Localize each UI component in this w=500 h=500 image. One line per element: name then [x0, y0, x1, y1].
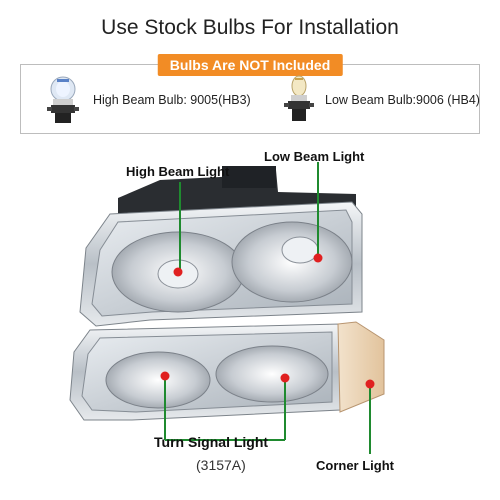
- bulb-9005-icon: [47, 76, 79, 123]
- high-beam-bulb-spec: High Beam Bulb: 9005(HB3): [93, 93, 251, 107]
- low-beam-marker: [313, 253, 323, 263]
- bulb-9006-icon: [284, 75, 314, 121]
- page-title: Use Stock Bulbs For Installation: [101, 16, 399, 39]
- label-corner-light: Corner Light: [316, 458, 394, 473]
- signal-lamp-housing: [69, 323, 341, 421]
- label-turn-signal-light: Turn Signal Light: [154, 434, 269, 450]
- label-high-beam-light: High Beam Light: [126, 164, 230, 179]
- turn-signal-socket: (3157A): [196, 457, 246, 473]
- low-beam-bulb-spec: Low Beam Bulb:9006 (HB4): [325, 93, 480, 107]
- not-included-badge: Bulbs Are NOT Included: [157, 54, 343, 76]
- turn-signal-marker-left: [160, 371, 170, 381]
- headlamp-upper-housing: [79, 201, 363, 327]
- light-markers: [160, 253, 375, 389]
- corner-lamp: [337, 321, 385, 413]
- rear-housing: [118, 166, 356, 214]
- turn-signal-marker-right: [280, 373, 290, 383]
- bulb-info-box: Bulbs Are NOT Included High Beam Bulb: 9…: [20, 54, 480, 134]
- corner-light-marker: [365, 379, 375, 389]
- leader-lines: [164, 162, 371, 454]
- high-beam-marker: [173, 267, 183, 277]
- label-low-beam-light: Low Beam Light: [264, 149, 365, 164]
